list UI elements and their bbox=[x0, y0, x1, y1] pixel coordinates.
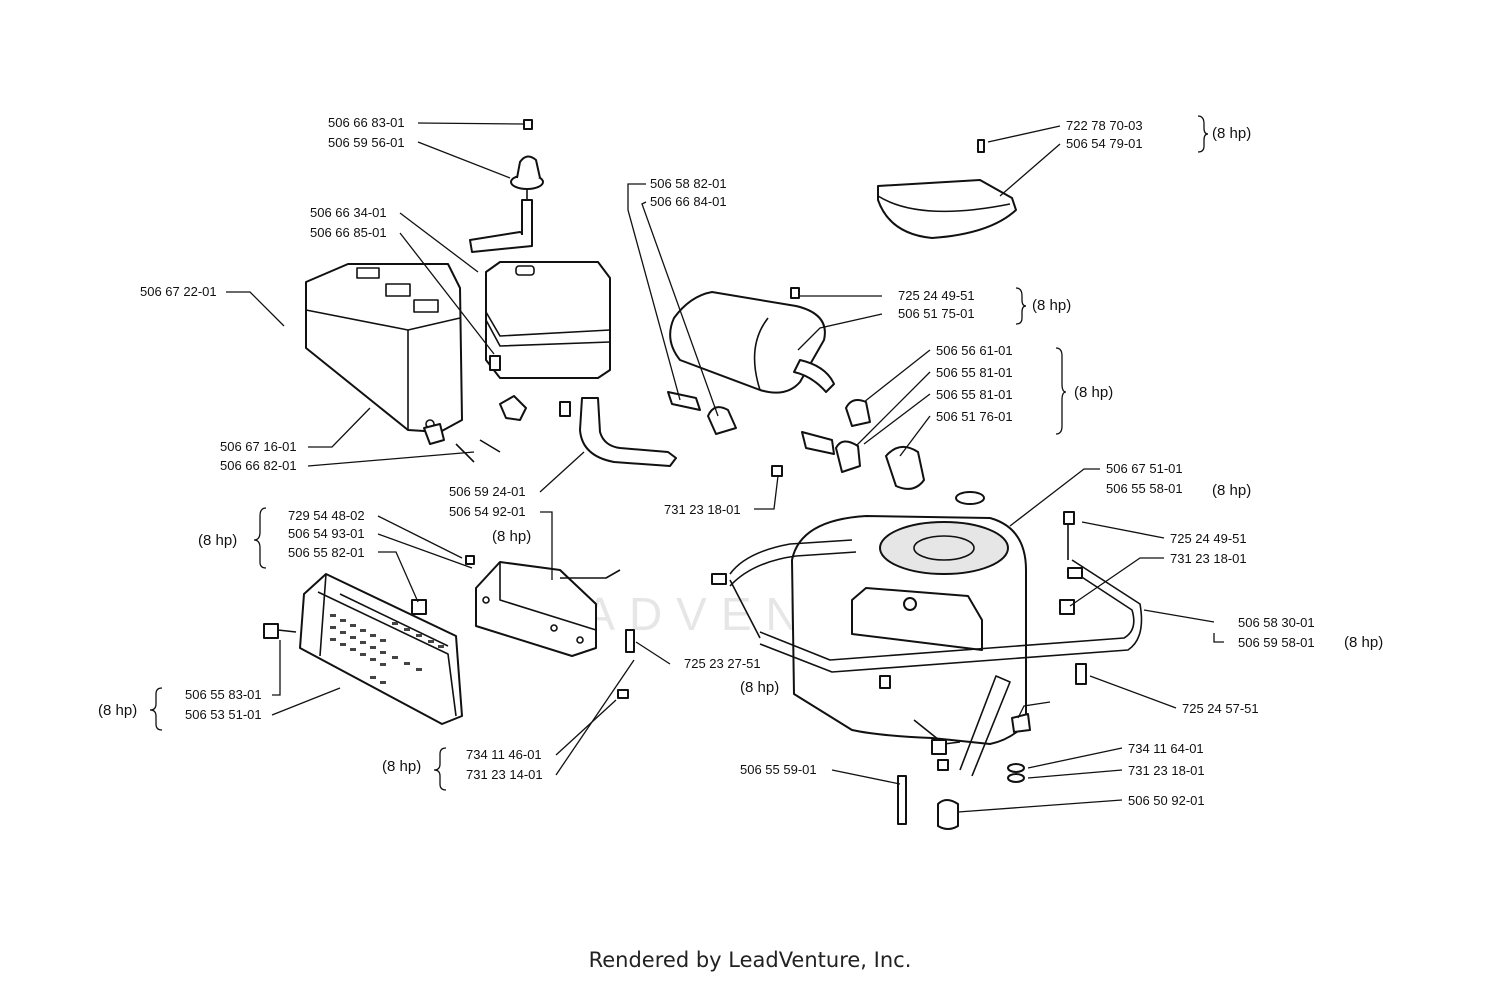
hp-note-10: (8 hp) bbox=[382, 758, 421, 775]
label-506-66-83-01: 506 66 83-01 bbox=[328, 115, 405, 130]
label-725-24-49-51-b: 725 24 49-51 bbox=[1170, 531, 1247, 546]
hp-note-1: (8 hp) bbox=[1212, 125, 1251, 142]
label-506-66-84-01: 506 66 84-01 bbox=[650, 194, 727, 209]
label-734-11-64-01: 734 11 64-01 bbox=[1128, 741, 1204, 756]
label-506-51-76-01: 506 51 76-01 bbox=[936, 409, 1013, 424]
label-506-66-34-01: 506 66 34-01 bbox=[310, 205, 387, 220]
footer-credit: Rendered by LeadVenture, Inc. bbox=[588, 948, 912, 972]
hp-notes: (8 hp) (8 hp) (8 hp) (8 hp) (8 hp) (8 hp… bbox=[98, 125, 1383, 775]
air-cleaner-cover-part bbox=[305, 263, 463, 433]
label-731-23-18-01-a: 731 23 18-01 bbox=[664, 502, 741, 517]
hp-note-6: (8 hp) bbox=[740, 679, 779, 696]
label-506-67-51-01: 506 67 51-01 bbox=[1106, 461, 1183, 476]
label-506-56-61-01: 506 56 61-01 bbox=[936, 343, 1013, 358]
breather-cap-part bbox=[469, 155, 544, 253]
label-506-55-58-01: 506 55 58-01 bbox=[1106, 481, 1183, 496]
label-506-51-75-01: 506 51 75-01 bbox=[898, 306, 975, 321]
grille-guard-part bbox=[263, 573, 463, 725]
label-506-67-22-01: 506 67 22-01 bbox=[140, 284, 217, 299]
label-506-55-81-01-b: 506 55 81-01 bbox=[936, 387, 1013, 402]
label-506-55-83-01: 506 55 83-01 bbox=[185, 687, 262, 702]
leader-lines bbox=[226, 122, 1224, 813]
hp-note-4: (8 hp) bbox=[1212, 482, 1251, 499]
hp-note-3: (8 hp) bbox=[1074, 384, 1113, 401]
label-506-54-79-01: 506 54 79-01 bbox=[1066, 136, 1143, 151]
label-731-23-18-01-b: 731 23 18-01 bbox=[1170, 551, 1247, 566]
label-506-55-81-01-a: 506 55 81-01 bbox=[936, 365, 1013, 380]
part-number-labels: 506 66 83-01 506 59 56-01 506 66 34-01 5… bbox=[140, 115, 1315, 808]
exhaust-fittings-part bbox=[771, 399, 925, 490]
label-506-58-30-01: 506 58 30-01 bbox=[1238, 615, 1315, 630]
hp-note-9: (8 hp) bbox=[98, 702, 137, 719]
muffler-part bbox=[669, 287, 835, 394]
heat-guard-box-part bbox=[411, 555, 635, 699]
label-506-50-92-01: 506 50 92-01 bbox=[1128, 793, 1205, 808]
label-725-23-27-51: 725 23 27-51 bbox=[684, 656, 761, 671]
grille-holes bbox=[330, 614, 444, 684]
tube-frame-part bbox=[711, 511, 1143, 777]
label-731-23-14-01: 731 23 14-01 bbox=[466, 767, 543, 782]
fuel-line-part bbox=[579, 397, 677, 467]
label-725-24-57-51: 725 24 57-51 bbox=[1182, 701, 1259, 716]
hp-note-5: (8 hp) bbox=[1344, 634, 1383, 651]
hp-note-2: (8 hp) bbox=[1032, 297, 1071, 314]
label-506-55-82-01: 506 55 82-01 bbox=[288, 545, 365, 560]
fuel-tank-part bbox=[485, 261, 611, 379]
fitting-part bbox=[667, 391, 737, 435]
label-506-66-82-01: 506 66 82-01 bbox=[220, 458, 297, 473]
label-506-59-24-01: 506 59 24-01 bbox=[449, 484, 526, 499]
engine-shroud-part bbox=[791, 491, 1027, 745]
brace-marks bbox=[149, 115, 1209, 791]
label-506-67-16-01: 506 67 16-01 bbox=[220, 439, 297, 454]
label-729-54-48-02: 729 54 48-02 bbox=[288, 508, 365, 523]
label-734-11-46-01: 734 11 46-01 bbox=[466, 747, 542, 762]
heat-shield-part bbox=[877, 139, 1017, 239]
label-506-54-92-01: 506 54 92-01 bbox=[449, 504, 526, 519]
label-506-66-85-01: 506 66 85-01 bbox=[310, 225, 387, 240]
bottom-hardware-part bbox=[879, 675, 1031, 830]
label-506-59-56-01: 506 59 56-01 bbox=[328, 135, 405, 150]
label-722-78-70-03: 722 78 70-03 bbox=[1066, 118, 1143, 133]
label-506-54-93-01: 506 54 93-01 bbox=[288, 526, 365, 541]
label-506-58-82-01: 506 58 82-01 bbox=[650, 176, 727, 191]
label-731-23-18-01-c: 731 23 18-01 bbox=[1128, 763, 1205, 778]
hp-note-7: (8 hp) bbox=[492, 528, 531, 545]
screw-part bbox=[523, 119, 533, 130]
label-506-53-51-01: 506 53 51-01 bbox=[185, 707, 262, 722]
hp-note-8: (8 hp) bbox=[198, 532, 237, 549]
label-506-55-59-01: 506 55 59-01 bbox=[740, 762, 817, 777]
label-725-24-49-51-a: 725 24 49-51 bbox=[898, 288, 975, 303]
label-506-59-58-01: 506 59 58-01 bbox=[1238, 635, 1315, 650]
